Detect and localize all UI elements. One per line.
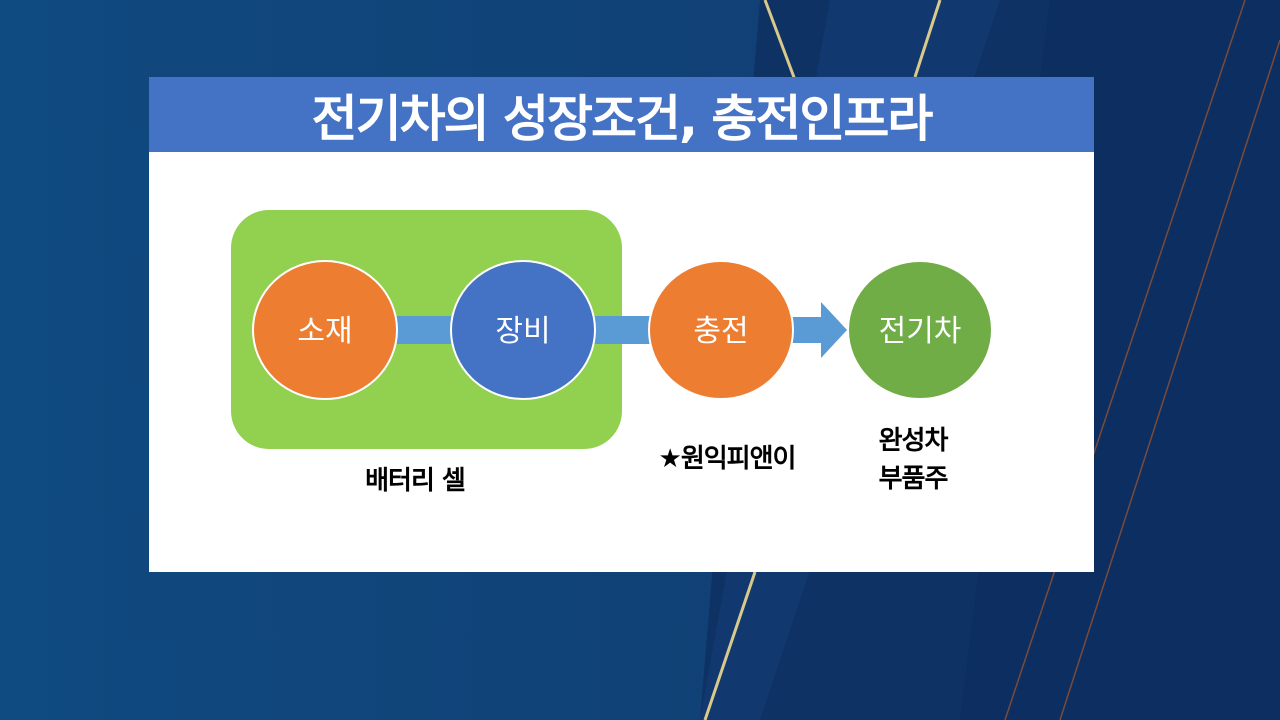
slide-panel: 전기차의 성장조건, 충전인프라 소재 장비 충전 전기차 배터리 셀 ★원익피… bbox=[149, 77, 1094, 572]
node-equipment bbox=[450, 260, 596, 400]
node-ev bbox=[847, 260, 993, 400]
node-label: 장비 bbox=[495, 314, 550, 349]
caption-ev-line1: 완성차 bbox=[878, 426, 949, 456]
caption-ev-line2: 부품주 bbox=[878, 464, 949, 494]
node-label: 전기차 bbox=[879, 314, 962, 349]
caption-charging: ★원익피앤이 bbox=[658, 444, 797, 474]
slide-title: 전기차의 성장조건, 충전인프라 bbox=[311, 89, 934, 148]
connector-bar bbox=[592, 316, 652, 344]
caption-battery-cell: 배터리 셀 bbox=[365, 466, 466, 496]
node-material bbox=[252, 260, 398, 400]
node-charging bbox=[648, 260, 794, 400]
connector-bar bbox=[394, 316, 454, 344]
flow-diagram: 소재 장비 충전 전기차 bbox=[231, 210, 993, 449]
node-label: 충전 bbox=[693, 314, 748, 349]
node-label: 소재 bbox=[297, 314, 352, 349]
title-bar: 전기차의 성장조건, 충전인프라 bbox=[149, 77, 1094, 152]
arrow-icon bbox=[791, 302, 847, 358]
